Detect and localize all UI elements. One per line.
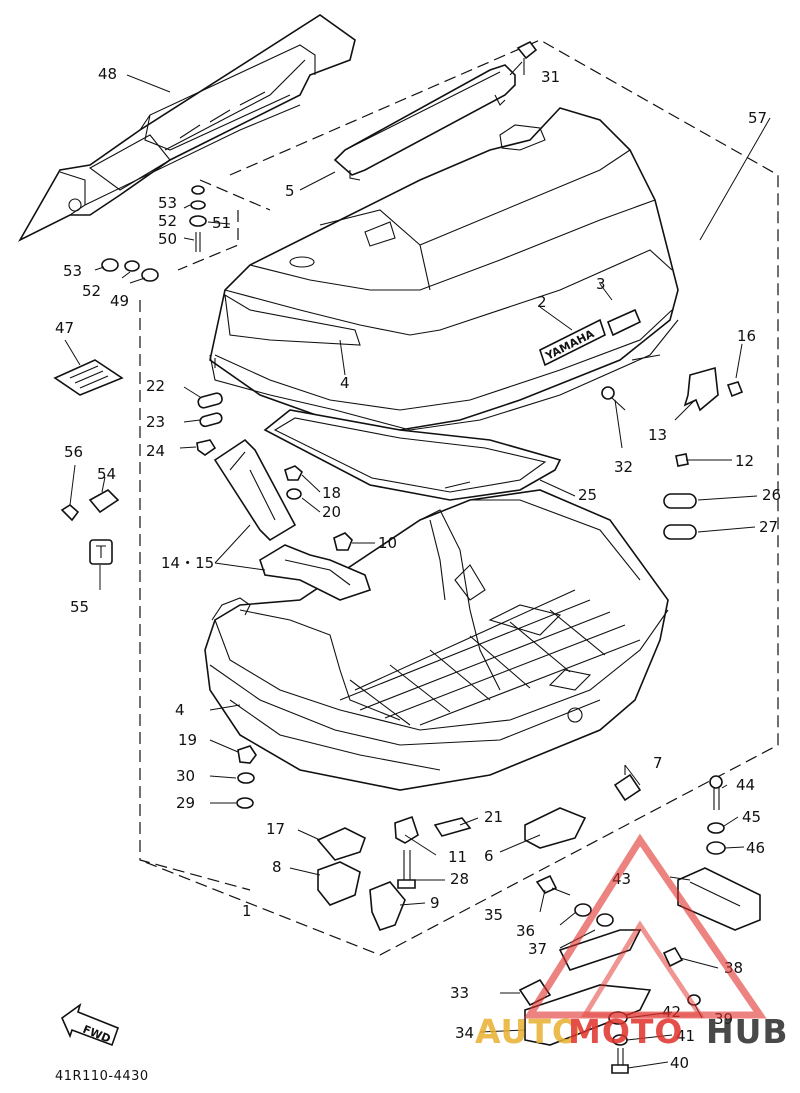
watermark-mid: MOTO	[568, 1012, 683, 1051]
part-label: 17	[266, 820, 285, 838]
part-label: 18	[322, 484, 341, 502]
part-label: 45	[742, 808, 761, 826]
part-label: 53	[158, 194, 177, 212]
part-label: 2	[537, 293, 547, 311]
part-label: 3	[596, 275, 606, 293]
part-label: 47	[55, 319, 74, 337]
part-label: 57	[748, 109, 767, 127]
fwd-arrow: FWD	[61, 1002, 120, 1047]
part-label: 9	[430, 894, 440, 912]
part-label: 4	[175, 701, 185, 719]
carry-handle	[333, 64, 516, 181]
part-label: 8	[272, 858, 282, 876]
part-label: 52	[82, 282, 101, 300]
part-label: 16	[737, 327, 756, 345]
part-label: 53	[63, 262, 82, 280]
hinge-plates	[213, 438, 372, 601]
part-label: 31	[541, 68, 560, 86]
part-label: 30	[176, 767, 195, 785]
part-label: 49	[110, 292, 129, 310]
part-label: 7	[653, 754, 663, 772]
part-label: 14・15	[161, 554, 214, 572]
part-label: 4	[340, 374, 350, 392]
part-number-labels: 48 31 57 5 53 52 51 50 53 52 49 2 3 47 4…	[55, 65, 781, 1072]
top-case-lid	[209, 107, 679, 431]
part-label: 56	[64, 443, 83, 461]
part-label: 41	[676, 1027, 695, 1045]
part-label: 13	[648, 426, 667, 444]
inner-liner-panel	[263, 409, 562, 501]
part-label: 51	[212, 214, 231, 232]
part-label: 28	[450, 870, 469, 888]
part-label: 33	[450, 984, 469, 1002]
part-label: 35	[484, 906, 503, 924]
leader-lines	[64, 61, 771, 1069]
watermark-prefix: AUTO	[475, 1012, 581, 1051]
part-label: 40	[670, 1054, 689, 1072]
part-label: 1	[242, 902, 252, 920]
part-label: 52	[158, 212, 177, 230]
part-label: 11	[448, 848, 467, 866]
part-label: 10	[378, 534, 397, 552]
part-label: 29	[176, 794, 195, 812]
part-label: 12	[735, 452, 754, 470]
part-label: 20	[322, 503, 341, 521]
part-label: 46	[746, 839, 765, 857]
part-label: 25	[578, 486, 597, 504]
rear-rack	[17, 14, 356, 242]
watermark-suffix: HUB	[706, 1012, 789, 1051]
part-label: 21	[484, 808, 503, 826]
bottom-case-body	[204, 489, 669, 791]
part-label: 19	[178, 731, 197, 749]
part-label: 32	[614, 458, 633, 476]
part-label: 37	[528, 940, 547, 958]
part-label: 55	[70, 598, 89, 616]
part-label: 5	[285, 182, 295, 200]
part-label: 54	[97, 465, 116, 483]
part-label: 50	[158, 230, 177, 248]
part-label: 24	[146, 442, 165, 460]
diagram-code: 41R110-4430	[55, 1069, 149, 1084]
part-label: 6	[484, 847, 494, 865]
part-label: 23	[146, 413, 165, 431]
subassembly-boundary	[177, 179, 271, 271]
assembly-boundary	[139, 39, 779, 956]
watermark: AUTO MOTO HUB	[475, 833, 789, 1051]
part-label: 27	[759, 518, 778, 536]
part-label: 48	[98, 65, 117, 83]
part-label: 22	[146, 377, 165, 395]
part-label: 26	[762, 486, 781, 504]
part-label: 34	[455, 1024, 474, 1042]
part-label: 44	[736, 776, 755, 794]
part-label: 36	[516, 922, 535, 940]
